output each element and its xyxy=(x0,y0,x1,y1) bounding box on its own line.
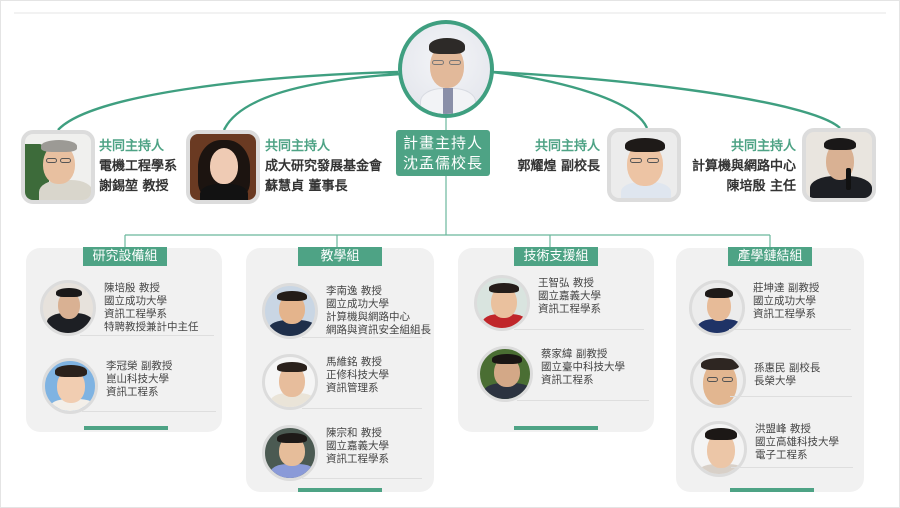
leader-role: 計畫主持人 xyxy=(402,134,483,152)
group-footbar xyxy=(514,426,598,430)
group-tech-support xyxy=(458,248,654,432)
group-title: 研究設備組 xyxy=(83,247,167,266)
group-title: 教學組 xyxy=(298,247,382,266)
divider xyxy=(514,329,644,330)
divider xyxy=(517,400,649,401)
member-dept: 電子工程系 xyxy=(755,449,808,461)
member-photo xyxy=(262,283,318,339)
member-name: 陳培殷 教授 xyxy=(104,282,160,294)
cohost-name: 陳培殷 主任 xyxy=(726,179,796,194)
cohost-4-info: 共同主持人 計算機與網路中心 陳培殷 主任 xyxy=(670,137,796,197)
member-photo xyxy=(42,358,98,414)
cohost-dept: 計算機與網路中心 xyxy=(691,159,796,174)
cohost-photo-4 xyxy=(802,128,876,202)
top-divider xyxy=(14,12,886,14)
group-footbar xyxy=(84,426,168,430)
leader-photo xyxy=(398,20,494,118)
group-title: 技術支援組 xyxy=(514,247,598,266)
member-name: 莊坤達 副教授 xyxy=(753,282,820,294)
member-photo xyxy=(690,352,746,408)
cohost-photo-3 xyxy=(607,128,681,202)
member-photo xyxy=(477,346,533,402)
member-photo xyxy=(689,280,745,336)
cohost-photo-1 xyxy=(21,130,95,204)
cohost-name: 蘇慧貞 董事長 xyxy=(265,179,348,194)
cohost-role: 共同主持人 xyxy=(730,139,796,154)
member-info: 洪盟峰 教授 國立高雄科技大學 電子工程系 xyxy=(755,423,839,462)
member-photo xyxy=(40,280,96,336)
cohost-photo-2 xyxy=(186,130,260,204)
member-dept: 資訊管理系 xyxy=(326,382,379,394)
member-name: 李冠榮 副教授 xyxy=(106,360,173,372)
divider xyxy=(302,337,422,338)
member-info: 蔡家緯 副教授 國立臺中科技大學 資訊工程系 xyxy=(541,348,625,387)
member-name: 王智弘 教授 xyxy=(538,277,594,289)
member-dept: 資訊工程系 xyxy=(541,374,594,386)
cohost-role: 共同主持人 xyxy=(99,139,165,154)
member-info: 陳宗和 教授 國立嘉義大學 資訊工程學系 xyxy=(326,427,389,466)
divider xyxy=(82,411,216,412)
member-info: 莊坤達 副教授 國立成功大學 資訊工程學系 xyxy=(753,282,819,321)
member-dept: 資訊工程學系 xyxy=(753,308,816,320)
member-dept: 資訊工程學系 xyxy=(326,453,389,465)
cohost-role: 共同主持人 xyxy=(265,139,331,154)
cohost-1-info: 共同主持人 電機工程學系 謝錫堃 教授 xyxy=(99,137,177,197)
member-school: 國立嘉義大學 xyxy=(538,290,601,302)
member-name: 洪盟峰 教授 xyxy=(755,423,811,435)
leader-label: 計畫主持人 沈孟儒校長 xyxy=(396,130,490,176)
member-info: 孫惠民 副校長 長榮大學 xyxy=(754,362,820,388)
member-title: 特聘教授兼計中主任 xyxy=(104,321,199,333)
member-school: 國立高雄科技大學 xyxy=(755,436,839,448)
divider xyxy=(730,396,852,397)
cohost-name: 謝錫堃 教授 xyxy=(99,179,169,194)
member-school: 正修科技大學 xyxy=(326,369,389,381)
cohost-3-info: 共同主持人 郭耀煌 副校長 xyxy=(500,137,600,177)
member-info: 王智弘 教授 國立嘉義大學 資訊工程學系 xyxy=(538,277,601,316)
member-name: 李南逸 教授 xyxy=(326,285,382,297)
group-footbar xyxy=(730,488,814,492)
divider xyxy=(302,478,422,479)
member-info: 李冠榮 副教授 崑山科技大學 資訊工程系 xyxy=(106,360,172,399)
member-school: 國立嘉義大學 xyxy=(326,440,389,452)
cohost-name: 郭耀煌 副校長 xyxy=(517,159,600,174)
member-dept: 計算機與網路中心 xyxy=(326,311,410,323)
group-title: 產學鏈結組 xyxy=(728,247,812,266)
leader-name: 沈孟儒校長 xyxy=(402,154,483,172)
member-school: 國立臺中科技大學 xyxy=(541,361,625,373)
member-name: 蔡家緯 副教授 xyxy=(541,348,608,360)
member-info: 李南逸 教授 國立成功大學 計算機與網路中心 網路與資訊安全組組長 xyxy=(326,285,431,337)
divider xyxy=(729,329,851,330)
divider xyxy=(80,335,214,336)
member-school: 國立成功大學 xyxy=(326,298,389,310)
member-dept: 資訊工程系 xyxy=(106,386,159,398)
member-dept: 資訊工程學系 xyxy=(104,308,167,320)
cohost-dept: 電機工程學系 xyxy=(99,159,178,174)
cohost-role: 共同主持人 xyxy=(534,139,600,154)
member-dept: 資訊工程學系 xyxy=(538,303,601,315)
member-name: 馬維銘 教授 xyxy=(326,356,382,368)
cohost-2-info: 共同主持人 成大研究發展基金會 蘇慧貞 董事長 xyxy=(265,137,382,197)
divider xyxy=(302,408,422,409)
member-photo xyxy=(262,425,318,481)
group-footbar xyxy=(298,488,382,492)
member-school: 崑山科技大學 xyxy=(106,373,169,385)
member-school: 國立成功大學 xyxy=(104,295,167,307)
divider xyxy=(731,467,853,468)
member-school: 長榮大學 xyxy=(754,375,796,387)
member-name: 陳宗和 教授 xyxy=(326,427,382,439)
member-info: 馬維銘 教授 正修科技大學 資訊管理系 xyxy=(326,356,389,395)
member-name: 孫惠民 副校長 xyxy=(754,362,821,374)
cohost-dept: 成大研究發展基金會 xyxy=(265,159,383,174)
member-title: 網路與資訊安全組組長 xyxy=(326,324,431,336)
member-info: 陳培殷 教授 國立成功大學 資訊工程學系 特聘教授兼計中主任 xyxy=(104,282,199,334)
member-photo xyxy=(474,275,530,331)
member-photo xyxy=(691,421,747,477)
member-photo xyxy=(262,354,318,410)
member-school: 國立成功大學 xyxy=(753,295,816,307)
